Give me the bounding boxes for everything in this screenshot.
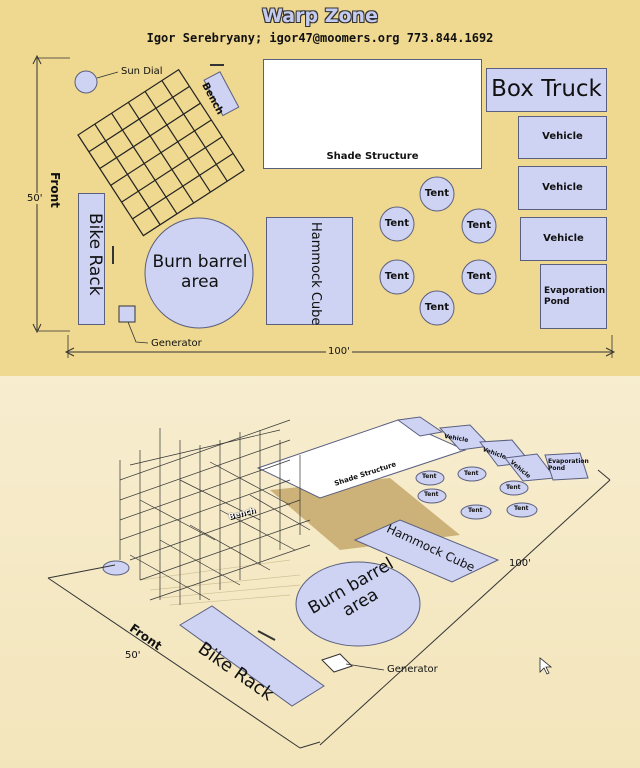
generator-3d-label: Generator bbox=[387, 664, 438, 675]
generator-leader bbox=[127, 321, 149, 344]
box-truck-label: Box Truck bbox=[491, 76, 602, 102]
box-truck-shape bbox=[486, 68, 607, 112]
width-3d-dimension-label: 100' bbox=[509, 558, 531, 569]
tent-3-3d-label: Tent bbox=[424, 491, 439, 498]
sun-dial-shape bbox=[74, 70, 98, 94]
sun-dial-3d bbox=[102, 560, 130, 576]
generator-3d bbox=[321, 653, 353, 673]
burn-barrel-label: Burn barrel area bbox=[152, 252, 248, 292]
page-title: Warp Zone bbox=[262, 5, 378, 27]
hammock-cube-3d bbox=[353, 519, 500, 583]
evaporation-pond-shape bbox=[540, 264, 607, 329]
evaporation-pond-3d-label: Evaporation Pond bbox=[548, 458, 589, 472]
depth-3d-dimension-label: 50' bbox=[125, 650, 141, 661]
page-subtitle: Igor Serebryany; igor47@moomers.org 773.… bbox=[146, 31, 494, 45]
hammock-cube-label: Hammock Cube bbox=[308, 222, 323, 326]
plan-drawing bbox=[32, 54, 616, 358]
vehicle-1-shape bbox=[518, 116, 607, 159]
perspective-view: Shade Structure Bench Vehicle Vehicle Ve… bbox=[0, 376, 640, 768]
tent-shape bbox=[419, 176, 455, 212]
generator-label: Generator bbox=[151, 338, 202, 349]
perspective-dimension-lines bbox=[47, 469, 611, 749]
evaporation-pond-label: Evaporation Pond bbox=[544, 286, 606, 307]
tent-1-label: Tent bbox=[424, 188, 450, 199]
tent-4-3d-label: Tent bbox=[506, 484, 521, 491]
vehicle-1-label: Vehicle bbox=[542, 131, 583, 142]
mouse-cursor-icon bbox=[539, 657, 553, 675]
tent-shape bbox=[461, 259, 497, 295]
sun-dial-leader bbox=[96, 71, 119, 79]
shade-structure-3d bbox=[256, 419, 467, 499]
tent-1-3d-label: Tent bbox=[422, 473, 437, 480]
bike-rack-3d bbox=[179, 605, 325, 707]
tent-5-label: Tent bbox=[466, 271, 492, 282]
tent-6-3d-label: Tent bbox=[514, 505, 529, 512]
tent-6-label: Tent bbox=[424, 302, 450, 313]
burn-barrel-shape bbox=[144, 217, 254, 329]
tent-2-label: Tent bbox=[384, 218, 410, 229]
hammock-cube-shape bbox=[266, 217, 353, 325]
depth-dimension-label: 50' bbox=[27, 193, 43, 204]
bench-shape bbox=[203, 71, 240, 117]
shade-structure-label: Shade Structure bbox=[326, 151, 419, 162]
perspective-drawing bbox=[47, 416, 611, 749]
tent-shape bbox=[379, 259, 415, 295]
tent-4-label: Tent bbox=[384, 271, 410, 282]
grid-shadow bbox=[139, 559, 301, 606]
plan-view: Warp Zone Igor Serebryany; igor47@moomer… bbox=[0, 0, 640, 376]
tent-2-3d-label: Tent bbox=[464, 470, 479, 477]
tent-shape bbox=[461, 208, 497, 244]
burn-barrel-3d bbox=[295, 561, 421, 647]
vehicle-2-shape bbox=[518, 166, 607, 210]
tent-3-label: Tent bbox=[466, 220, 492, 231]
grid-tower-3d bbox=[119, 419, 311, 605]
sun-dial-label: Sun Dial bbox=[121, 66, 163, 77]
bike-rack-label: Bike Rack bbox=[85, 213, 105, 296]
tents-3d bbox=[415, 466, 538, 520]
tent-5-3d-label: Tent bbox=[468, 507, 483, 514]
vehicle-2-label: Vehicle bbox=[542, 182, 583, 193]
shade-structure-shape bbox=[263, 59, 482, 169]
front-label: Front bbox=[48, 172, 62, 208]
tent-shape bbox=[419, 290, 455, 326]
vehicle-3-shape bbox=[520, 217, 607, 261]
grid-structure bbox=[77, 68, 245, 237]
width-dimension-label: 100' bbox=[326, 346, 352, 357]
generator-shape bbox=[118, 305, 136, 323]
bike-rack-shape bbox=[78, 193, 105, 325]
tent-shape bbox=[379, 206, 415, 242]
vehicles-3d bbox=[396, 416, 589, 482]
vehicle-3-label: Vehicle bbox=[543, 233, 584, 244]
